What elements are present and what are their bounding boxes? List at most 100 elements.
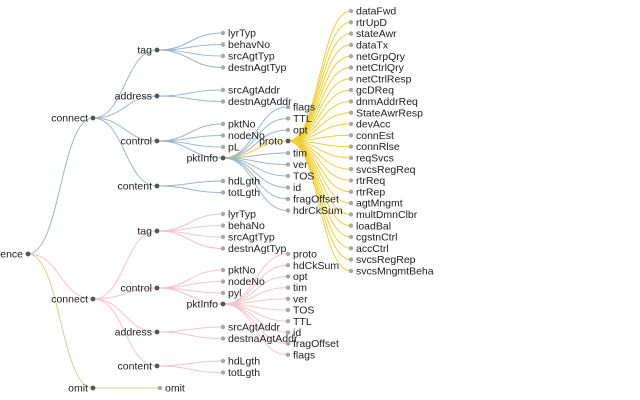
- node-label: svcsRegRep: [356, 254, 416, 266]
- tree-node-hd-lgth[interactable]: hdLgth: [220, 356, 260, 368]
- tree-node-rtr-rep[interactable]: rtrRep: [348, 186, 386, 198]
- tree-node-lyr-typ[interactable]: lyrTyp: [220, 28, 256, 40]
- node-dot: [220, 279, 226, 284]
- node-dot: [220, 30, 226, 36]
- tree-node-beha-no[interactable]: behaNo: [220, 220, 265, 232]
- tree-node-behav-no[interactable]: behavNo: [220, 39, 270, 51]
- tree-node-tos[interactable]: TOS: [285, 171, 315, 183]
- tree-node-pyl[interactable]: pyl: [220, 288, 242, 300]
- tree-node-node-no[interactable]: nodeNo: [220, 276, 265, 288]
- tree-node-cgstn-ctrl[interactable]: cgstnCtrl: [348, 232, 398, 244]
- tree-node-mult-dmn-clbr[interactable]: multDmnClbr: [348, 209, 418, 221]
- tree-node-tim[interactable]: tim: [285, 148, 307, 160]
- tree-node-hd-lgth[interactable]: hdLgth: [220, 176, 260, 188]
- tree-node-src-agt-typ[interactable]: srcAgtTyp: [220, 51, 275, 63]
- tree-node-proto[interactable]: proto: [259, 136, 291, 148]
- tree-node-rtr-req[interactable]: rtrReq: [348, 175, 386, 187]
- tree-node-agt-mngmt[interactable]: agtMngmt: [348, 198, 403, 210]
- tree-node-svcs-reg-req[interactable]: svcsRegReq: [348, 164, 416, 176]
- tree-node-dev-acc[interactable]: devAcc: [348, 119, 391, 131]
- tree-node-opt[interactable]: opt: [285, 271, 308, 283]
- tree-node-state-awr-resp[interactable]: StateAwrResp: [348, 107, 423, 119]
- tree-node-pkt-no[interactable]: pktNo: [220, 119, 256, 131]
- tree-node-hd-ck-sum[interactable]: hdCkSum: [285, 260, 340, 272]
- tree-node-tos[interactable]: TOS: [285, 305, 315, 317]
- tree-node-destn-agt-addr[interactable]: destnAgtAddr: [220, 96, 292, 108]
- tree-node-svcs-mngmt-beha[interactable]: svcsMngmtBeha: [348, 266, 434, 278]
- tree-node-req-svcs[interactable]: reqSvcs: [348, 153, 394, 165]
- node-label: tag: [137, 45, 152, 57]
- tree-node-destn-agt-typ[interactable]: destnAgtTyp: [220, 62, 287, 74]
- tree-node-tag[interactable]: tag: [137, 226, 160, 238]
- tree-node-data-fwd[interactable]: dataFwd: [348, 6, 397, 18]
- node-dot: [285, 341, 291, 346]
- tree-node-id[interactable]: id: [285, 182, 302, 194]
- tree-node-conn-rlse[interactable]: connRlse: [348, 141, 400, 153]
- tree-node-frag-offset[interactable]: fragOffset: [285, 338, 339, 350]
- node-label: svcsRegReq: [356, 164, 416, 176]
- tree-node-tim[interactable]: tim: [285, 282, 307, 294]
- tree-node-uence[interactable]: uence: [0, 249, 31, 261]
- tree-node-id[interactable]: id: [285, 327, 302, 339]
- node-dot: [348, 189, 354, 194]
- tree-node-net-grp-qry[interactable]: netGrpQry: [348, 51, 406, 63]
- tree-node-omit[interactable]: omit: [68, 383, 96, 395]
- tree-node-frag-offset[interactable]: fragOffset: [285, 194, 339, 206]
- tree-node-rtr-up-d[interactable]: rtrUpD: [348, 17, 388, 29]
- node-dot: [285, 196, 291, 202]
- node-dot: [285, 285, 291, 290]
- tree-node-flags[interactable]: flags: [285, 349, 315, 361]
- tree-node-ttl[interactable]: TTL: [285, 113, 312, 125]
- tree-node-address[interactable]: address: [115, 327, 160, 339]
- tree-node-ver[interactable]: ver: [285, 293, 308, 305]
- tree-node-pkt-info[interactable]: pktInfo: [186, 299, 226, 311]
- tree-node-omit[interactable]: omit: [157, 383, 185, 395]
- tree-node-src-agt-addr[interactable]: srcAgtAddr: [220, 322, 281, 334]
- tree-node-pkt-no[interactable]: pktNo: [220, 265, 256, 277]
- tree-node-data-tx[interactable]: dataTx: [348, 40, 389, 52]
- tree-node-conn-est[interactable]: connEst: [348, 130, 394, 142]
- node-label: uence: [0, 249, 23, 261]
- tree-node-gc-dreq[interactable]: gcDReq: [348, 85, 394, 97]
- tree-node-node-no[interactable]: nodeNo: [220, 130, 265, 142]
- tree-node-ver[interactable]: ver: [285, 159, 308, 171]
- tree-node-pkt-info[interactable]: pktInfo: [186, 153, 226, 165]
- tree-node-tag[interactable]: tag: [137, 45, 160, 57]
- tree-node-p-l[interactable]: pL: [220, 142, 240, 154]
- tree-node-lyr-typ[interactable]: lyrTyp: [220, 209, 256, 221]
- tree-node-svcs-reg-rep[interactable]: svcsRegRep: [348, 254, 416, 266]
- node-dot: [154, 329, 160, 335]
- tree-node-connect[interactable]: connect: [51, 294, 96, 306]
- tree-node-dnm-addr-req[interactable]: dnmAddrReq: [348, 96, 418, 108]
- tree-node-address[interactable]: address: [115, 91, 160, 103]
- tree-node-connect[interactable]: connect: [51, 113, 96, 125]
- tree-node-load-bal[interactable]: loadBal: [348, 220, 391, 232]
- tree-link: [287, 33, 352, 142]
- node-dot: [220, 324, 226, 330]
- tree-node-content[interactable]: content: [118, 181, 160, 193]
- tree-link: [92, 298, 158, 367]
- tree-node-control[interactable]: control: [120, 283, 160, 295]
- tree-node-net-ctrl-resp[interactable]: netCtrlResp: [348, 73, 412, 85]
- tree-node-destn-agt-typ[interactable]: destnAgtTyp: [220, 243, 287, 255]
- tree-node-src-agt-addr[interactable]: srcAgtAddr: [220, 85, 281, 97]
- tree-node-content[interactable]: content: [118, 361, 160, 373]
- tree-node-hdr-ck-sum[interactable]: hdrCkSum: [285, 205, 343, 217]
- tree-node-destna-agt-addr[interactable]: destnaAgtAddr: [220, 333, 298, 345]
- node-label: hdLgth: [228, 356, 260, 368]
- tree-node-src-agt-typ[interactable]: srcAgtTyp: [220, 232, 275, 244]
- tree-node-tot-lgth[interactable]: totLgth: [220, 187, 260, 199]
- node-label: reqSvcs: [356, 153, 394, 165]
- tree-node-control[interactable]: control: [120, 136, 160, 148]
- tree-node-tot-lgth[interactable]: totLgth: [220, 367, 260, 379]
- tree-node-ttl[interactable]: TTL: [285, 316, 312, 328]
- tree-node-proto[interactable]: proto: [285, 249, 317, 261]
- node-label: fragOffset: [293, 338, 339, 350]
- tree-node-opt[interactable]: opt: [285, 125, 308, 137]
- tree-node-flags[interactable]: flags: [285, 102, 315, 114]
- tree-node-net-ctrl-qry[interactable]: netCtrlQry: [348, 62, 405, 74]
- tree-node-state-awr[interactable]: stateAwr: [348, 28, 397, 40]
- node-label: omit: [68, 383, 88, 395]
- tree-link: [156, 230, 224, 249]
- tree-node-acc-ctrl[interactable]: accCtrl: [348, 243, 389, 255]
